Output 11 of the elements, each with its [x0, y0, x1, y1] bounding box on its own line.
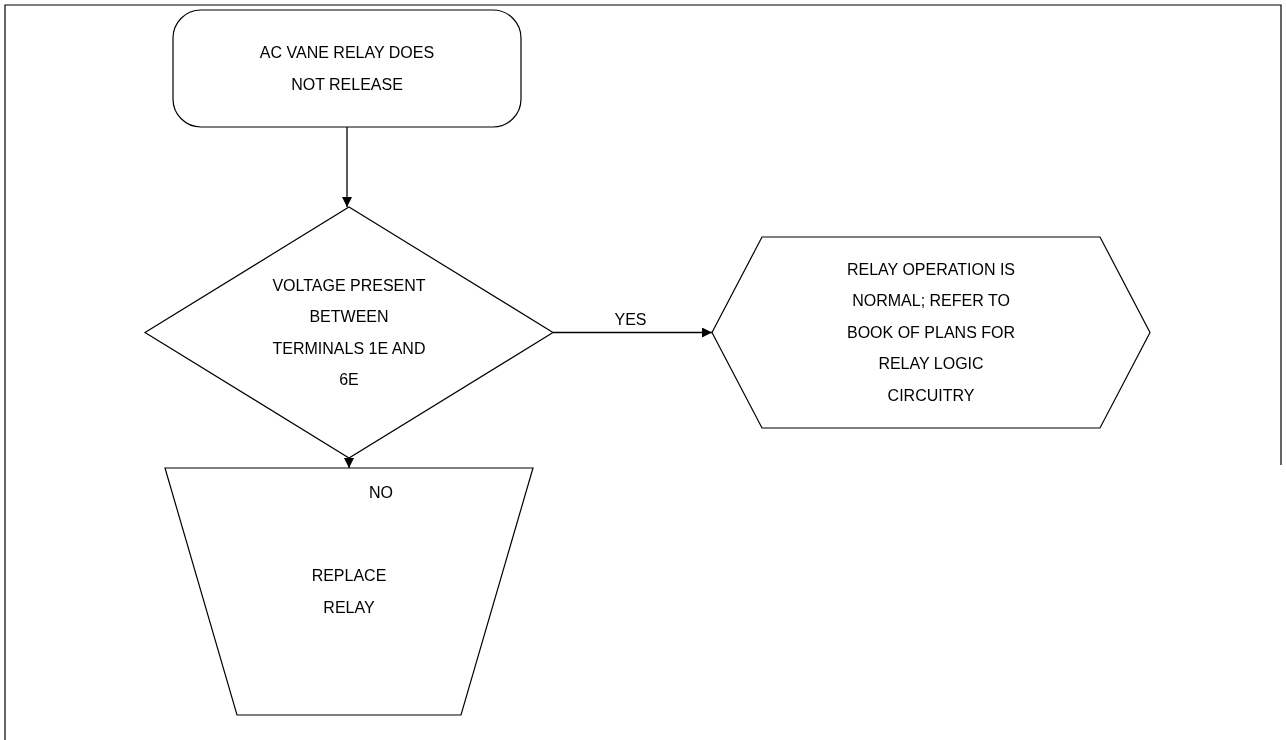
node-text: RELAY OPERATION IS NORMAL; REFER TO BOOK OF PLANS FOR RELAY LOGIC CIRCUITRY — [845, 259, 1016, 406]
arrow — [552, 327, 713, 338]
arrow — [344, 457, 354, 469]
decision-diamond — [145, 207, 553, 458]
start-box — [173, 10, 521, 127]
manual-operation-trapezoid — [165, 468, 533, 715]
arrow — [342, 126, 352, 208]
preparation-hexagon — [712, 237, 1150, 428]
node-text: REPLACE RELAY — [310, 566, 388, 618]
node-text: AC VANE RELAY DOES NOT RELEASE — [258, 43, 436, 95]
node-text: VOLTAGE PRESENT BETWEEN TERMINALS 1E AND 6E — [271, 275, 427, 390]
